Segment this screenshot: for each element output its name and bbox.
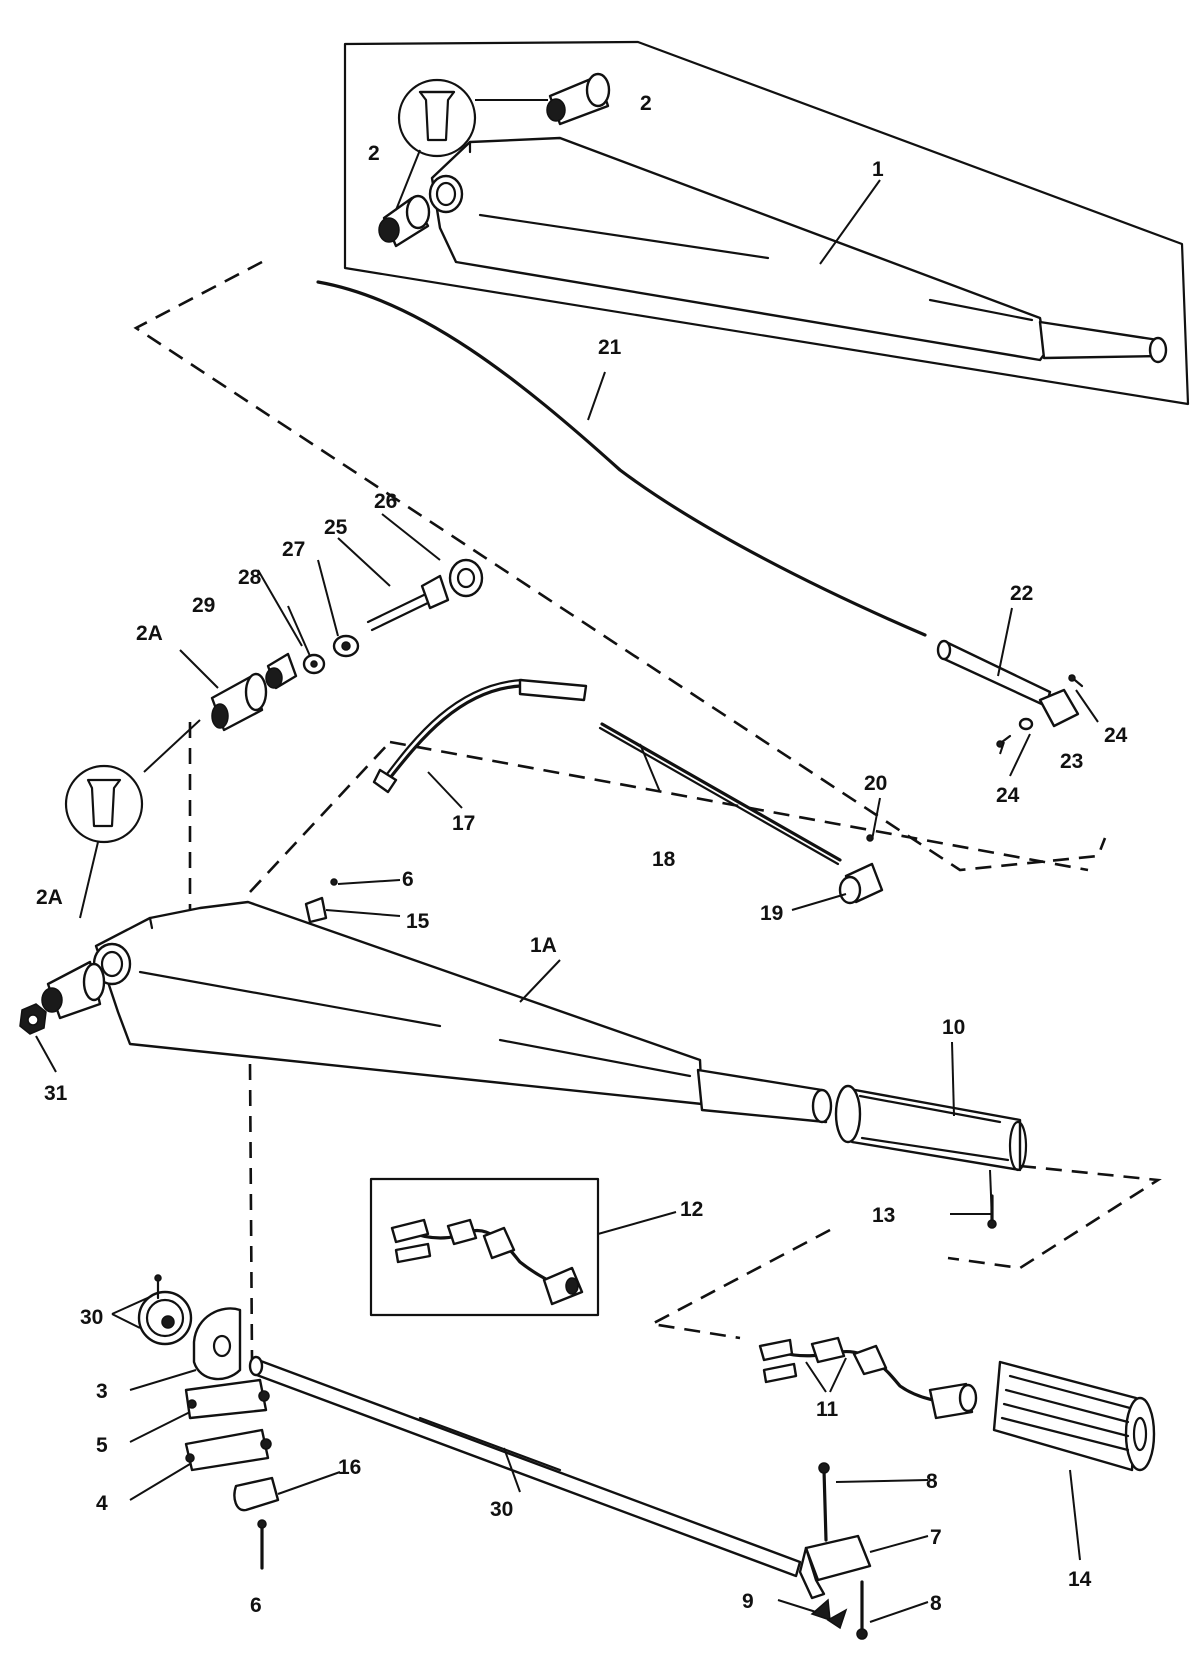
throttle-rod-18: [600, 722, 842, 862]
inset-frame: [343, 40, 1190, 406]
throttle-cable-21: [316, 280, 927, 637]
callout-1a: 1A: [530, 934, 557, 957]
callout-2a-upper: 2A: [136, 622, 163, 645]
grip-14: [992, 1360, 1156, 1472]
callout-6-lower: 6: [250, 1594, 262, 1617]
callout-31: 31: [44, 1082, 68, 1105]
callout-1: 1: [872, 158, 884, 181]
callout-20: 20: [864, 772, 887, 795]
callout-labels: 1 2 2 21 22 24 23 24 26 25 27 28 29 2A 1…: [36, 92, 1128, 1617]
screw-6-lower: [257, 1519, 267, 1570]
coupler-23: [1038, 688, 1080, 728]
bushing-2a-lower: [41, 960, 106, 1020]
wing-nut-9: [810, 1598, 848, 1630]
tiller-arm-1-body: [430, 136, 1048, 362]
shift-coupler-7: [798, 1462, 872, 1640]
callout-2-right: 2: [640, 92, 652, 115]
callout-5: 5: [96, 1434, 108, 1457]
callout-13: 13: [872, 1204, 895, 1227]
callout-9: 9: [742, 1590, 754, 1613]
callout-14: 14: [1068, 1568, 1092, 1591]
callout-25: 25: [324, 516, 348, 539]
bushing-2a-detail-magnifier: [64, 764, 144, 844]
callout-2-left: 2: [368, 142, 380, 165]
spacer-29: [265, 652, 298, 690]
callout-28: 28: [238, 566, 262, 589]
throttle-shaft-22: [940, 640, 1052, 708]
pivot-bolt-stack: [64, 558, 484, 919]
tiller-arm-1a-body: [94, 900, 704, 1106]
callout-30-lower: 30: [490, 1498, 513, 1521]
tiller-arm-1-bore: [428, 174, 464, 214]
callout-16: 16: [338, 1456, 361, 1479]
callout-22: 22: [1010, 582, 1033, 605]
throttle-cable-assembly: [372, 678, 884, 905]
callout-12: 12: [680, 1198, 703, 1221]
throttle-shaft-group: [133, 260, 1107, 872]
callout-11: 11: [816, 1398, 839, 1421]
twist-grip-sleeve-10: [834, 1084, 1028, 1172]
callout-15: 15: [406, 910, 430, 933]
callout-4: 4: [96, 1492, 108, 1515]
screw-6-upper: [330, 878, 338, 886]
callout-30-upper: 30: [80, 1306, 103, 1329]
callout-24-right: 24: [1104, 724, 1128, 747]
callout-23: 23: [1060, 750, 1083, 773]
gear-30: [137, 1274, 193, 1346]
shift-rod-30: [248, 1355, 802, 1578]
wiring-harness-11: [758, 1336, 978, 1420]
coupler-19: [838, 862, 884, 905]
bushing-detail-magnifier: [397, 78, 477, 158]
callout-8-upper: 8: [926, 1470, 938, 1493]
callout-3: 3: [96, 1380, 108, 1403]
bracket-15: [304, 896, 328, 924]
tiller-arm-1a: [19, 878, 833, 1124]
callout-8-lower: 8: [930, 1592, 942, 1615]
clip-16: [233, 1476, 280, 1512]
washer-26: [448, 558, 484, 598]
nut-31: [19, 1003, 47, 1035]
link-plates-4-5: [184, 1378, 272, 1472]
callout-7: 7: [930, 1526, 942, 1549]
callout-29: 29: [192, 594, 215, 617]
callout-26: 26: [374, 490, 397, 513]
callout-18: 18: [652, 848, 676, 871]
callout-10: 10: [942, 1016, 965, 1039]
inset-panel-tiller-arm: [343, 40, 1190, 406]
wiring-harness-inset-12: [369, 1177, 600, 1317]
callout-19: 19: [760, 902, 783, 925]
callout-24-left: 24: [996, 784, 1020, 807]
bushing-2-right: [546, 72, 611, 126]
callout-leaders: [35, 179, 1099, 1623]
throttle-cable-17: [388, 684, 522, 780]
callout-27: 27: [282, 538, 305, 561]
bushing-2a-upper: [210, 672, 268, 732]
bushing-2-left: [378, 194, 431, 248]
callout-2a-lower: 2A: [36, 886, 63, 909]
callout-17: 17: [452, 812, 475, 835]
callout-6-upper: 6: [402, 868, 414, 891]
callout-21: 21: [598, 336, 622, 359]
shift-knob-bracket-3: [192, 1307, 242, 1381]
screw-13: [987, 1194, 997, 1229]
